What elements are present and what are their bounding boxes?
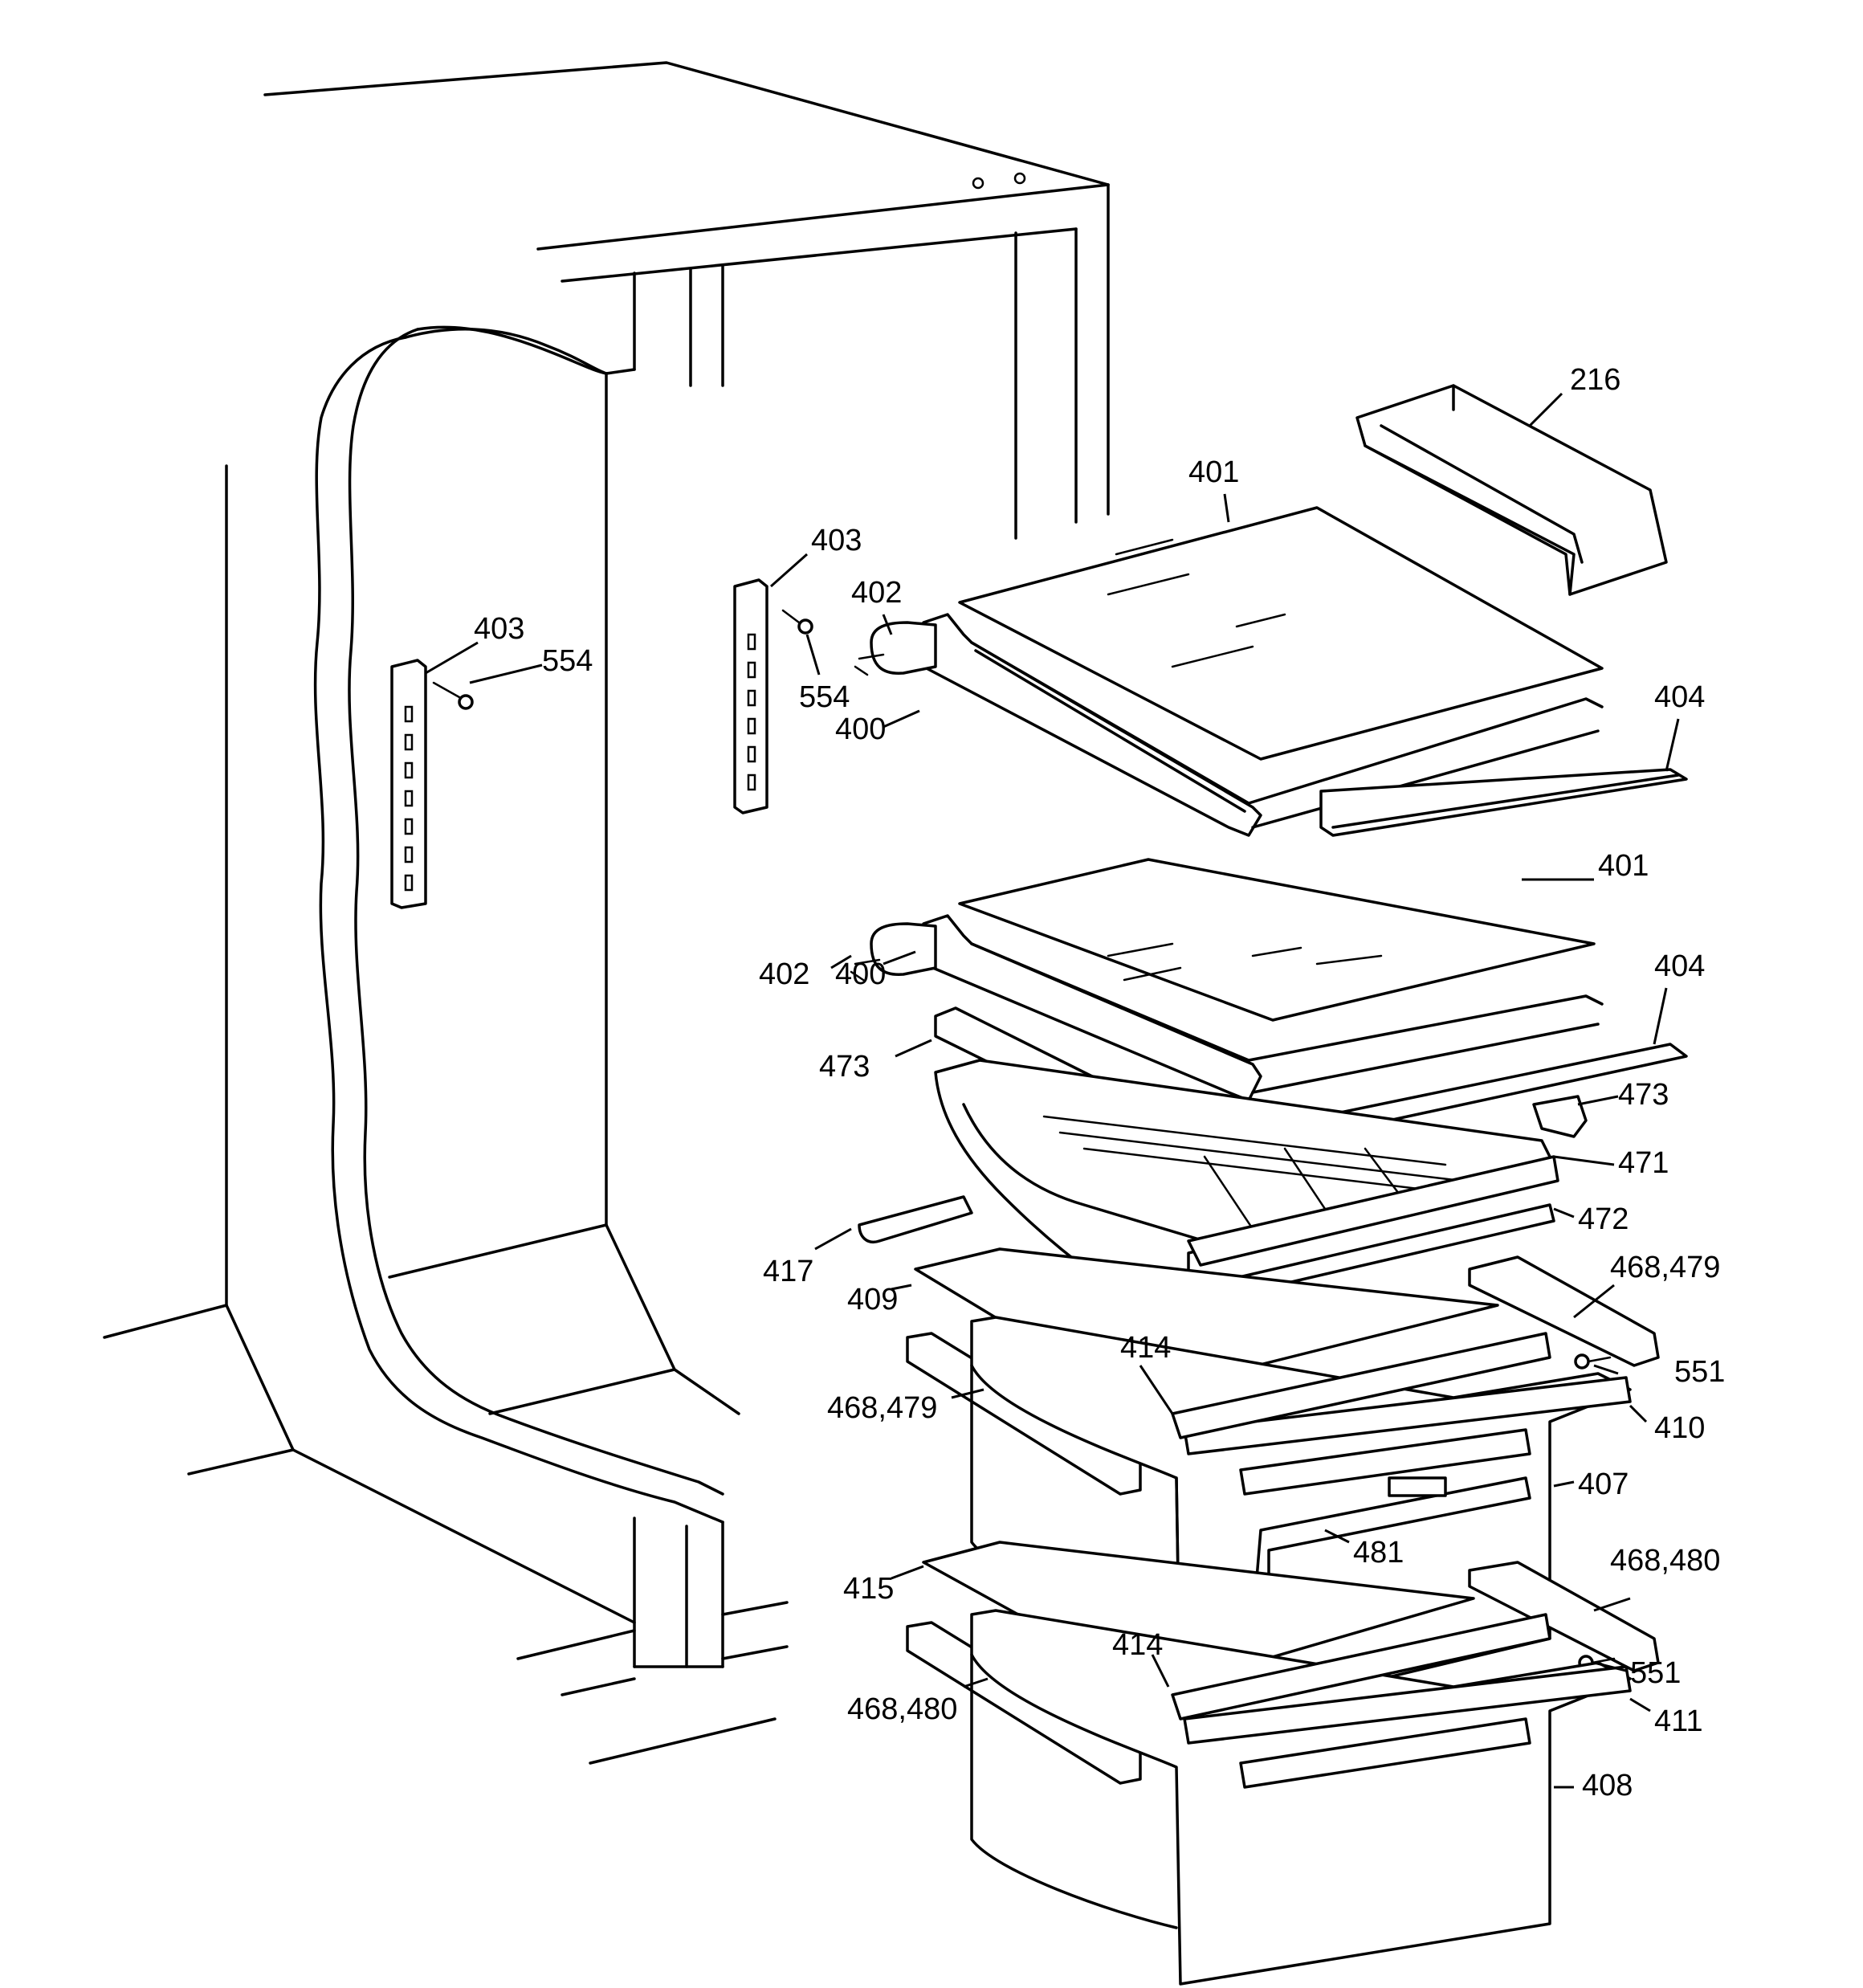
callout-401-lower: 401 [1598,849,1649,883]
screw-554-right [781,609,813,635]
screw-551-upper [1574,1353,1612,1370]
callout-417: 417 [763,1255,813,1288]
callout-414-lower: 414 [1112,1628,1163,1662]
trim-404-upper [1319,768,1688,837]
screw-554-left [432,681,474,710]
drawer-front-trim-410 [1183,1376,1632,1455]
callout-408: 408 [1582,1769,1633,1802]
callout-403-left-ladder: 403 [474,612,524,646]
callout-468-479-right: 468,479 [1610,1251,1720,1284]
callout-468-480-right: 468,480 [1610,1544,1720,1578]
callout-468-479-left: 468,479 [827,1391,937,1425]
callout-401-upper: 401 [1188,455,1239,489]
drawer-handle-lower [1239,1717,1531,1789]
handle-414-upper [1171,1332,1551,1439]
callout-472: 472 [1578,1202,1629,1236]
callout-216: 216 [1570,363,1620,397]
callout-415: 415 [843,1572,894,1606]
callout-407: 407 [1578,1468,1629,1501]
rail-468-479-right [1468,1255,1660,1367]
rail-468-480-left [906,1621,1142,1785]
cabinet [103,61,1110,1765]
callout-554-right: 554 [799,680,850,714]
callout-471: 471 [1618,1146,1669,1180]
callout-400-lower: 400 [835,957,886,991]
callout-411: 411 [1654,1704,1703,1738]
callout-409: 409 [847,1283,898,1316]
rail-468-480-right [1468,1561,1660,1672]
callout-403-right-ladder: 403 [811,524,862,557]
callout-400-upper: 400 [835,712,886,746]
callout-473-right: 473 [1618,1078,1669,1112]
shelf-frame-upper [922,613,1604,837]
shelf-frame-lower [922,914,1604,1102]
glass-shelf-upper [958,506,1604,761]
door-bin [1355,384,1668,596]
callout-554-left: 554 [542,644,593,678]
callout-404-lower: 404 [1654,949,1705,983]
rail-417 [858,1195,973,1243]
shelf-ladder-left [390,659,427,909]
drawer-handle-upper [1239,1428,1531,1496]
callout-468-480-left: 468,480 [847,1692,957,1726]
callout-404-upper: 404 [1654,680,1705,714]
handle-414-lower [1171,1613,1551,1721]
drawer-front-trim-411 [1183,1665,1632,1745]
callout-551-lower: 551 [1630,1656,1681,1690]
callout-481: 481 [1353,1536,1404,1570]
leader-lines [425,392,1680,1789]
callout-402-upper: 402 [851,576,902,610]
callout-551-upper: 551 [1674,1355,1725,1389]
callout-402-lower: 402 [759,957,809,991]
callout-473-left: 473 [819,1050,870,1084]
bracket-402-upper [854,621,937,676]
rail-468-479-left [906,1332,1142,1496]
shelf-ladder-right [733,578,768,814]
callout-labels: 216 401 403 403 402 554 554 400 404 401 … [474,363,1725,1802]
callout-410: 410 [1654,1411,1705,1445]
callout-414-upper: 414 [1120,1331,1171,1365]
glass-shelf-lower [958,858,1596,1022]
slide-473-right [1532,1095,1588,1138]
